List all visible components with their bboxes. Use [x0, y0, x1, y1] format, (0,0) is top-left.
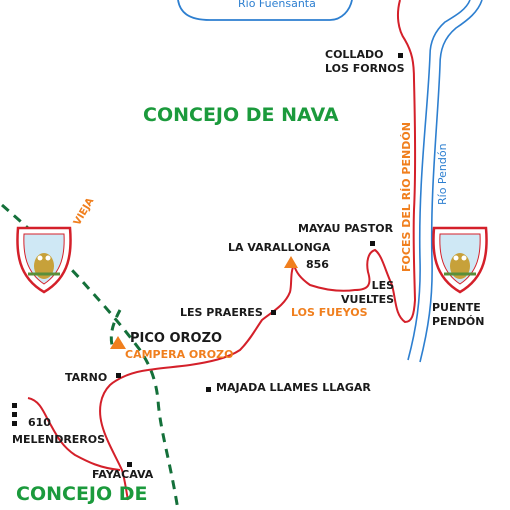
region-bottom-label: CONCEJO DE: [16, 483, 148, 505]
square-marker-icon: [12, 421, 17, 426]
pendon-river-right: [419, 0, 483, 363]
shield-emblem-icon: [16, 226, 72, 294]
place-collado-line2: LOS FORNOS: [325, 61, 405, 75]
gorge-label: FOCES DEL RÍO PENDÓN: [400, 122, 413, 272]
pendon-river-left: [407, 0, 471, 361]
square-marker-icon: [206, 387, 211, 392]
place-collado: COLLADO LOS FORNOS: [325, 48, 405, 76]
place-los-fueyos: LOS FUEYOS: [291, 306, 368, 319]
square-marker-icon: [116, 373, 121, 378]
melendreros-route: [27, 397, 121, 471]
square-marker-icon: [398, 53, 403, 58]
place-puente-pendon-line1: PUENTE: [432, 301, 481, 314]
boundary-line-road: [109, 309, 122, 346]
square-marker-icon: [271, 310, 276, 315]
place-fayacava: FAYACAVA: [92, 468, 154, 481]
river-pendon-label: Río Pendón: [436, 143, 449, 205]
square-marker-icon: [127, 462, 132, 467]
place-les-praeres: LES PRAERES: [180, 306, 263, 319]
place-majada: MAJADA LLAMES LLAGAR: [216, 381, 371, 394]
place-puente-pendon: PUENTE PENDÓN: [432, 301, 484, 329]
place-les-vueltes: LES VUELTES: [341, 279, 394, 307]
square-marker-icon: [370, 241, 375, 246]
fuensanta-river: [177, 0, 353, 21]
square-marker-icon: [12, 403, 17, 408]
shield-emblem-icon: [432, 226, 488, 294]
peak-triangle-icon: [110, 336, 126, 349]
place-collado-line1: COLLADO: [325, 48, 384, 61]
region-nava-label: CONCEJO DE NAVA: [143, 104, 339, 126]
altitude-610: 610: [28, 416, 51, 429]
place-les-vueltes-line2: VUELTES: [341, 292, 395, 306]
place-melendreros: MELENDREROS: [12, 433, 106, 446]
peak-triangle-icon: [284, 256, 298, 268]
square-marker-icon: [12, 412, 17, 417]
place-la-varallonga: LA VARALLONGA: [228, 241, 331, 254]
altitude-varallonga: 856: [306, 258, 329, 271]
river-fuensanta-label: Río Fuensanta: [238, 0, 316, 10]
place-puente-pendon-line2: PENDÓN: [432, 314, 485, 328]
hiking-route: [99, 0, 417, 501]
place-pico-orozo: PICO OROZO: [130, 331, 223, 346]
place-campera-orozo: CAMPERA OROZO: [125, 348, 234, 361]
place-mayau-pastor: MAYAU PASTOR: [298, 222, 394, 235]
place-tarno: TARNO: [65, 371, 108, 384]
place-les-vueltes-line1: LES: [371, 279, 395, 292]
